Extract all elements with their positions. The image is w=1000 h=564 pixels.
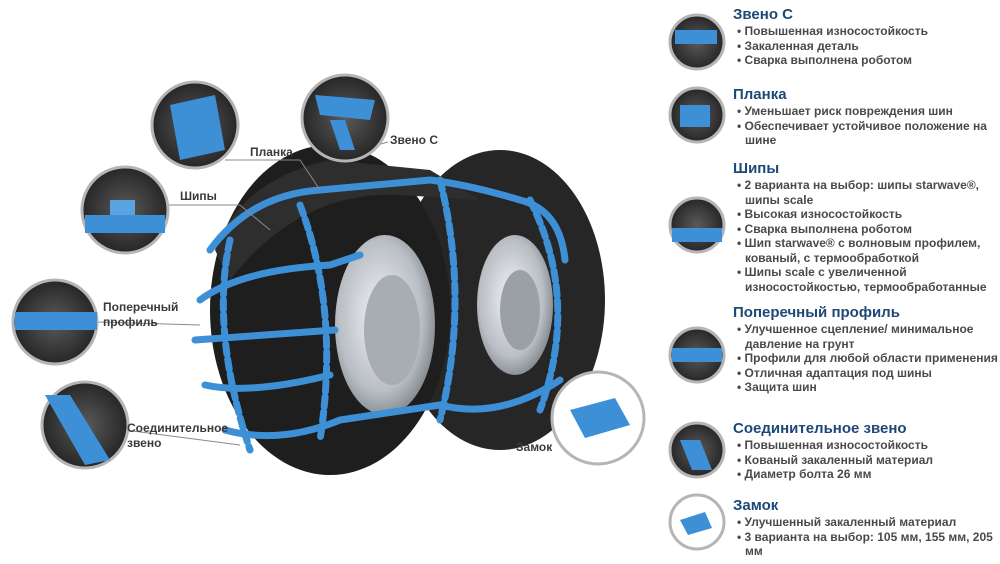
feature-section: Соединительное звеноПовышенная износосто…: [733, 420, 998, 482]
section-title: Шипы: [733, 160, 780, 177]
feature-section: ПланкаУменьшает риск повреждения шинОбес…: [733, 86, 998, 148]
feature-item: Профили для любой области применения: [733, 351, 998, 366]
feature-item: Кованый закаленный материал: [733, 453, 998, 468]
feature-item: Высокая износостойкость: [733, 207, 998, 222]
label-planka: Планка: [250, 145, 293, 159]
feature-item: Сварка выполнена роботом: [733, 53, 998, 68]
feature-item: Улучшенный закаленный материал: [733, 515, 998, 530]
section-title: Планка: [733, 86, 787, 103]
feature-list: Улучшенное сцепление/ минимальное давлен…: [733, 322, 998, 395]
label-connect-line2: звено: [127, 436, 162, 450]
feature-item: Улучшенное сцепление/ минимальное давлен…: [733, 322, 998, 351]
feature-section: Звено СПовышенная износостойкостьЗакален…: [733, 6, 998, 68]
feature-item: Закаленная деталь: [733, 39, 998, 54]
label-profile-line1: Поперечный: [103, 300, 179, 314]
feature-item: Защита шин: [733, 380, 998, 395]
feature-list: 2 варианта на выбор: шипы starwave®, шип…: [733, 178, 998, 294]
feature-list: Повышенная износостойкостьКованый закале…: [733, 438, 998, 482]
label-connect-line1: Соединительное: [127, 421, 229, 435]
feature-section: ЗамокУлучшенный закаленный материал3 вар…: [733, 497, 998, 559]
section-title: Замок: [733, 497, 779, 514]
feature-item: Обеспечивает устойчивое положение на шин…: [733, 119, 998, 148]
label-zamok: Замок: [516, 440, 553, 454]
feature-item: Шипы scale с увеличенной износостойкость…: [733, 265, 998, 294]
feature-list: Повышенная износостойкостьЗакаленная дет…: [733, 24, 998, 68]
feature-list: Улучшенный закаленный материал3 варианта…: [733, 515, 998, 559]
label-profile-line2: профиль: [103, 315, 158, 329]
detail-parts: [15, 30, 722, 535]
feature-item: Отличная адаптация под шины: [733, 366, 998, 381]
feature-section: Шипы2 варианта на выбор: шипы starwave®,…: [733, 160, 998, 294]
front-tire: [210, 145, 480, 475]
feature-section: Поперечный профильУлучшенное сцепление/ …: [733, 304, 998, 395]
feature-item: Сварка выполнена роботом: [733, 222, 998, 237]
label-shipy: Шипы: [180, 189, 217, 203]
feature-item: Уменьшает риск повреждения шин: [733, 104, 998, 119]
feature-item: 2 варианта на выбор: шипы starwave®, шип…: [733, 178, 998, 207]
feature-item: 3 варианта на выбор: 105 мм, 155 мм, 205…: [733, 530, 998, 559]
section-title: Поперечный профиль: [733, 304, 900, 321]
feature-item: Диаметр болта 26 мм: [733, 467, 998, 482]
feature-item: Шип starwave® с волновым профилем, кован…: [733, 236, 998, 265]
section-title: Соединительное звено: [733, 420, 907, 437]
feature-list: Уменьшает риск повреждения шинОбеспечива…: [733, 104, 998, 148]
feature-item: Повышенная износостойкость: [733, 24, 998, 39]
chain: [191, 176, 569, 454]
feature-item: Повышенная износостойкость: [733, 438, 998, 453]
label-zveno-c: Звено С: [390, 133, 438, 147]
section-title: Звено С: [733, 6, 793, 23]
